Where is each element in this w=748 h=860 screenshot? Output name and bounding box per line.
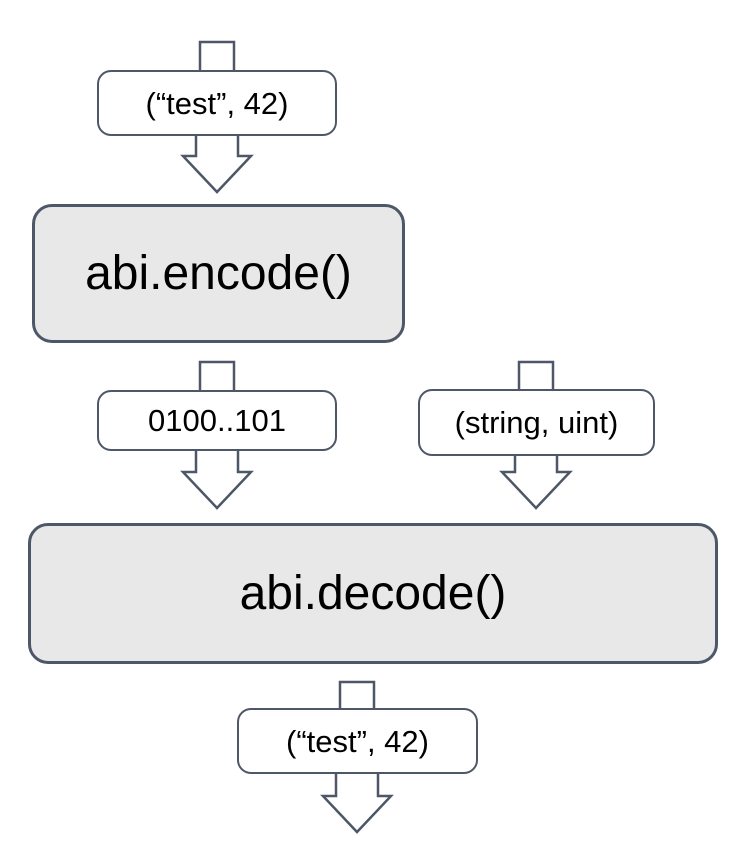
encoded-bytes-text: 0100..101 (148, 403, 286, 438)
encode-function-box: abi.encode() (32, 204, 405, 343)
down-arrow-input-to-encode-icon (180, 40, 254, 194)
decode-function-text: abi.decode() (239, 566, 507, 620)
decode-function-box: abi.decode() (28, 523, 718, 664)
output-tuple-text: (“test”, 42) (286, 723, 429, 759)
types-tuple-text: (string, uint) (454, 405, 619, 440)
types-tuple-box: (string, uint) (418, 389, 655, 456)
output-tuple-box: (“test”, 42) (237, 708, 478, 774)
encode-function-text: abi.encode() (85, 246, 352, 300)
input-tuple-box: (“test”, 42) (97, 70, 337, 136)
input-tuple-text: (“test”, 42) (145, 85, 289, 121)
encoded-bytes-box: 0100..101 (97, 390, 337, 451)
